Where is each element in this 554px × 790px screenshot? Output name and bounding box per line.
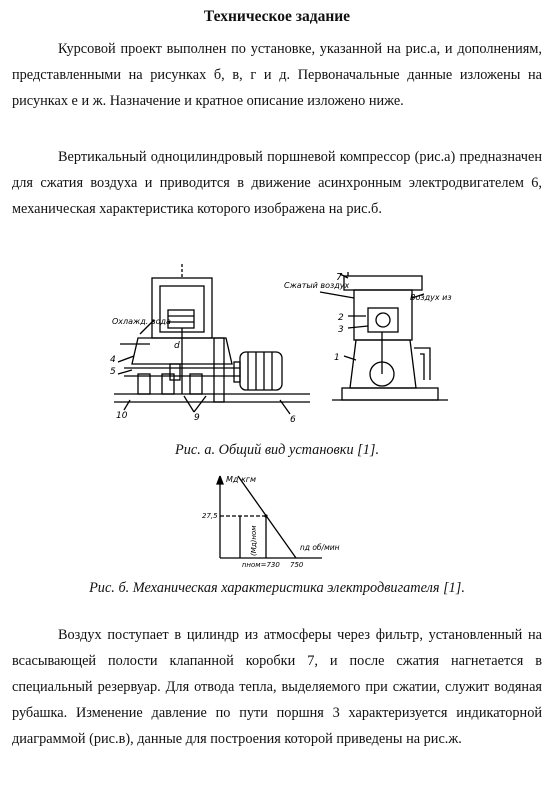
figure-a-front-view: 7 Сжатый воздух Воздух из атм 2 3 1	[284, 272, 454, 401]
label-7: 7	[336, 272, 343, 283]
nominal-point	[264, 514, 268, 518]
label-9: 9	[194, 413, 200, 423]
paragraph-intro: Курсовой проект выполнен по установке, у…	[12, 41, 542, 109]
figure-a-side-view: Охлажд. вода 4 5 10 9 6 d	[110, 264, 310, 424]
x-tick-750: 750	[290, 561, 304, 569]
figure-b-caption: Рис. б. Механическая характеристика элек…	[89, 580, 465, 596]
y-tick-275: 27,5	[202, 512, 218, 520]
nominal-torque-label: (Мд)ном	[250, 525, 258, 556]
paragraph-compressor: Вертикальный одноцилиндровый поршневой к…	[12, 149, 542, 217]
label-5: 5	[110, 367, 116, 377]
y-axis-arrow	[216, 475, 224, 485]
label-3: 3	[338, 325, 344, 335]
x-tick-nominal: nном=730	[242, 561, 280, 569]
x-axis-label: nд об/мин	[300, 543, 340, 552]
paragraph-air-flow: Воздух поступает в цилиндр из атмосферы …	[12, 627, 542, 747]
y-axis-label: Мд кгм	[226, 475, 256, 484]
figure-a-caption: Рис. а. Общий вид установки [1].	[174, 442, 380, 458]
figure-b-chart: Мд кгм nд об/мин 27,5 nном=730 750 (Мд)н…	[202, 475, 340, 569]
label-cooling-water: Охлажд. вода	[112, 317, 171, 326]
label-1: 1	[334, 353, 340, 363]
page-title: Техническое задание	[203, 8, 351, 25]
label-4: 4	[110, 355, 116, 365]
label-compressed-air: Сжатый воздух	[284, 281, 350, 290]
label-2: 2	[338, 313, 344, 323]
label-d: d	[174, 341, 180, 351]
label-6: 6	[290, 415, 296, 424]
label-10: 10	[116, 411, 128, 421]
label-air-in: Воздух из атм	[410, 293, 454, 302]
